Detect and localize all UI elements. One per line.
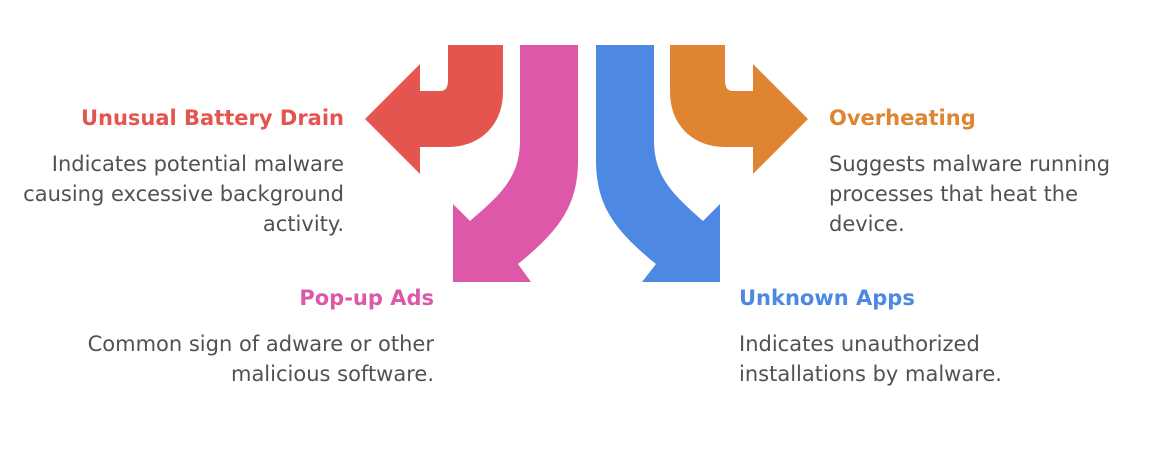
battery-drain-block: Unusual Battery Drain Indicates potentia…: [20, 105, 344, 239]
unknown-arrow: [596, 45, 720, 282]
unknown-apps-title: Unknown Apps: [739, 286, 915, 310]
overheat-arrow: [670, 45, 808, 174]
popup-ads-description: Common sign of adware or other malicious…: [87, 332, 434, 386]
overheating-block: Overheating Suggests malware running pro…: [829, 105, 1159, 239]
unknown-apps-description: Indicates unauthorized installations by …: [739, 332, 1002, 386]
popup-ads-block: Pop-up Ads Common sign of adware or othe…: [80, 285, 434, 389]
battery-arrow: [365, 45, 503, 174]
battery-drain-title: Unusual Battery Drain: [80, 106, 344, 130]
overheating-description: Suggests malware running processes that …: [829, 152, 1111, 236]
battery-drain-description: Indicates potential malware causing exce…: [23, 152, 344, 236]
unknown-apps-block: Unknown Apps Indicates unauthorized inst…: [739, 285, 1069, 389]
popup-ads-title: Pop-up Ads: [299, 286, 434, 310]
overheating-title: Overheating: [829, 106, 976, 130]
popup-arrow: [453, 45, 578, 282]
